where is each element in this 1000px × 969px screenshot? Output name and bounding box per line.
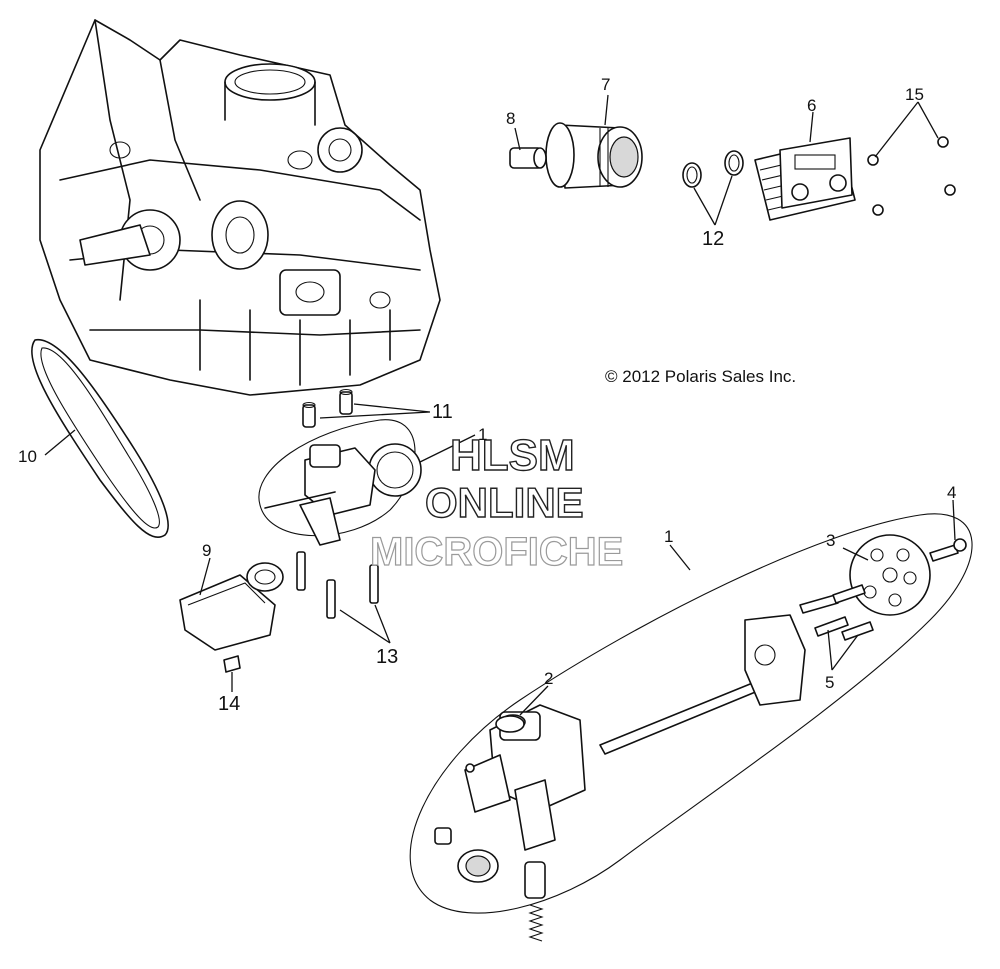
callout-9: 9	[202, 541, 211, 560]
callout-7: 7	[601, 75, 610, 94]
bolt-part-4	[929, 538, 967, 562]
callout-10: 10	[18, 447, 37, 466]
callout-8: 8	[506, 109, 515, 128]
copyright-notice: © 2012 Polaris Sales Inc.	[605, 367, 796, 386]
leader-lines	[44, 94, 956, 716]
drive-belt-part-10	[30, 339, 169, 538]
drain-plug-part-14	[223, 655, 241, 673]
callout-3: 3	[826, 531, 835, 550]
oil-strainer-part-9	[179, 562, 284, 651]
watermark-line-3: MICROFICHE	[370, 530, 623, 574]
oil-pump-assembly-small	[258, 419, 422, 546]
callout-14: 14	[218, 693, 240, 715]
callout-1-lower: 1	[664, 527, 673, 546]
oil-cooler-part-6	[754, 137, 856, 221]
oil-pump-detail-enlarged	[409, 513, 973, 942]
callout-5: 5	[825, 673, 834, 692]
o-rings-part-12	[682, 150, 744, 188]
oil-filter-part-7	[545, 122, 643, 189]
o-ring-part-2	[495, 715, 525, 733]
dowel-pins-part-11	[302, 388, 353, 428]
callout-6: 6	[807, 96, 816, 115]
callout-15: 15	[905, 85, 924, 104]
watermark-line-2: ONLINE	[425, 479, 584, 526]
engine-assembly	[39, 19, 441, 396]
bolts-part-5	[799, 584, 874, 641]
callout-13: 13	[376, 646, 398, 668]
callout-1-upper: 1	[478, 425, 487, 444]
bolts-part-13	[296, 551, 379, 619]
callout-2: 2	[544, 669, 553, 688]
watermark-line-1: HLSM	[450, 431, 575, 480]
bolts-part-15	[867, 136, 956, 216]
callout-4: 4	[947, 483, 956, 502]
filter-nipple-part-8	[509, 147, 547, 169]
callout-12: 12	[702, 228, 724, 250]
callout-11: 11	[432, 401, 453, 423]
